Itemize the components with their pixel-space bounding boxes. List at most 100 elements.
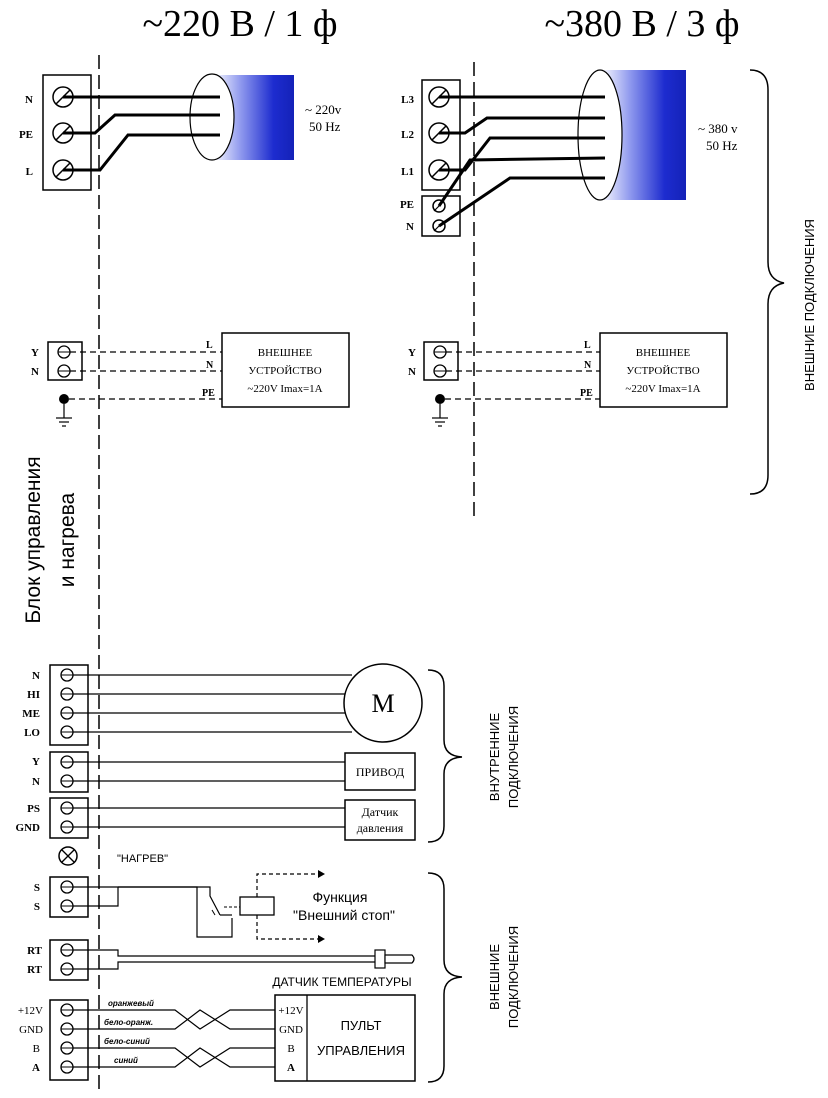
svg-text:GND: GND [279, 1024, 303, 1036]
label-internal-line2: ПОДКЛЮЧЕНИЯ [506, 706, 521, 808]
terminal-label-n: N [406, 221, 414, 233]
temp-probe-icon [374, 949, 386, 969]
svg-text:ПУЛЬТ: ПУЛЬТ [341, 1018, 382, 1033]
svg-text:N: N [408, 366, 416, 378]
pressure-sensor-box [344, 799, 416, 841]
wire-color-white-orange: бело-оранж. [104, 1018, 153, 1027]
actuator-connection: Y N ПРИВОД [32, 751, 416, 793]
svg-text:+12V: +12V [278, 1005, 303, 1017]
ground-terminal [59, 394, 69, 404]
brace-internal [427, 669, 463, 843]
svg-text:Датчик: Датчик [362, 805, 399, 819]
svg-text:Y: Y [408, 347, 416, 359]
wire-color-white-blue: бело-синий [104, 1037, 150, 1046]
temp-sensor-label: ДАТЧИК ТЕМПЕРАТУРЫ [272, 975, 411, 989]
terminal-label-pe: PE [19, 129, 33, 141]
svg-text:RT: RT [27, 945, 43, 957]
svg-text:HI: HI [27, 689, 40, 701]
svg-text:A: A [287, 1062, 295, 1074]
svg-text:ПРИВОД: ПРИВОД [356, 765, 404, 779]
terminal-label-l1: L1 [401, 166, 414, 178]
svg-text:PE: PE [580, 388, 593, 399]
supply-220-block: N PE L ~ 220v 50 Hz [19, 73, 342, 191]
svg-text:S: S [34, 901, 40, 913]
svg-text:УСТРОЙСТВО: УСТРОЙСТВО [626, 365, 699, 377]
motor-icon [343, 663, 423, 743]
wire-color-orange: оранжевый [108, 999, 154, 1008]
label-external-bottom-line2: ПОДКЛЮЧЕНИЯ [506, 926, 521, 1028]
svg-text:GND: GND [19, 1024, 43, 1036]
svg-text:N: N [31, 366, 39, 378]
svg-text:~220V Imax=1A: ~220V Imax=1A [625, 383, 700, 395]
svg-text:N: N [32, 776, 40, 788]
terminal-label-n: N [25, 94, 33, 106]
svg-text:Y: Y [32, 756, 40, 768]
heating-label: "НАГРЕВ" [117, 853, 168, 865]
label-external-bottom-line1: ВНЕШНИЕ [487, 944, 502, 1010]
svg-text:L: L [584, 340, 591, 351]
supply-380-block: L3 L2 L1 PE N ~ 380 v 50 Hz [400, 69, 738, 237]
external-device-right: Y N L N PE ВНЕШНЕЕ УСТРОЙСТВО ~220V Imax… [408, 332, 728, 427]
control-panel-box [274, 994, 416, 1082]
svg-text:M: M [371, 689, 394, 718]
power-cable-380 [600, 70, 686, 200]
svg-text:RT: RT [27, 964, 43, 976]
terminal-block-motor [49, 664, 89, 746]
power-cable-220 [212, 75, 294, 160]
supply-220-voltage: ~ 220v [305, 102, 342, 117]
ground-terminal [435, 394, 445, 404]
svg-text:L: L [206, 340, 213, 351]
external-stop-subtitle: "Внешний стоп" [293, 907, 395, 923]
svg-text:ME: ME [22, 708, 40, 720]
svg-text:Y: Y [31, 347, 39, 359]
label-external-connections-top: ВНЕШНИЕ ПОДКЛЮЧЕНИЯ [802, 219, 817, 391]
svg-text:N: N [32, 670, 40, 682]
external-stop-connection: S S Функция "Внешний стоп" [34, 870, 395, 943]
terminal-block-y-n [47, 341, 83, 381]
svg-text:B: B [287, 1043, 294, 1055]
external-device-left: Y N L N PE ВНЕШНЕЕ УСТРОЙСТВО ~220V Imax… [31, 332, 350, 427]
heating-lamp: "НАГРЕВ" [58, 846, 168, 866]
external-device-box [221, 332, 350, 408]
temp-sensor-connection: RT RT ДАТЧИК ТЕМПЕРАТУРЫ [27, 939, 415, 989]
brace-external-top [749, 69, 785, 495]
svg-text:GND: GND [16, 822, 41, 834]
terminal-label-l: L [26, 166, 33, 178]
terminal-label-pe: PE [400, 199, 414, 211]
svg-text:S: S [34, 882, 40, 894]
svg-text:УПРАВЛЕНИЯ: УПРАВЛЕНИЯ [317, 1043, 405, 1058]
label-control-unit-line2: и нагрева [56, 492, 79, 587]
svg-text:N: N [584, 360, 592, 371]
label-control-unit: Блок управления [22, 456, 45, 623]
terminal-block-pe-n [421, 195, 461, 237]
lamp-icon [58, 846, 78, 866]
pressure-sensor-connection: PS GND Датчик давления [16, 797, 416, 841]
supply-220-frequency: 50 Hz [309, 119, 341, 134]
brace-external-bottom [427, 872, 463, 1083]
svg-text:N: N [206, 360, 214, 371]
svg-text:~220V Imax=1A: ~220V Imax=1A [247, 383, 322, 395]
svg-text:LO: LO [24, 727, 40, 739]
header-220v: ~220 В / 1 ф [142, 3, 337, 45]
control-panel-connection: +12V GND B A оранжевый бело-оранж. бело-… [18, 994, 416, 1082]
terminal-label-l2: L2 [401, 129, 414, 141]
actuator-box [344, 752, 416, 791]
svg-text:PE: PE [202, 388, 215, 399]
external-stop-title: Функция [313, 889, 368, 905]
terminal-block-380 [421, 79, 461, 191]
motor-connection: N HI ME LO M [22, 663, 423, 746]
supply-380-frequency: 50 Hz [706, 138, 738, 153]
svg-text:PS: PS [27, 803, 40, 815]
svg-text:ВНЕШНЕЕ: ВНЕШНЕЕ [636, 347, 691, 359]
svg-text:ВНЕШНЕЕ: ВНЕШНЕЕ [258, 347, 313, 359]
header-380v: ~380 В / 3 ф [544, 3, 739, 45]
terminal-label-l3: L3 [401, 94, 414, 106]
relay-coil [239, 896, 275, 916]
svg-text:УСТРОЙСТВО: УСТРОЙСТВО [248, 365, 321, 377]
svg-text:A: A [32, 1062, 40, 1074]
svg-text:B: B [33, 1043, 40, 1055]
label-internal-line1: ВНУТРЕННИЕ [487, 712, 502, 801]
svg-text:+12V: +12V [18, 1005, 43, 1017]
supply-380-voltage: ~ 380 v [698, 121, 738, 136]
